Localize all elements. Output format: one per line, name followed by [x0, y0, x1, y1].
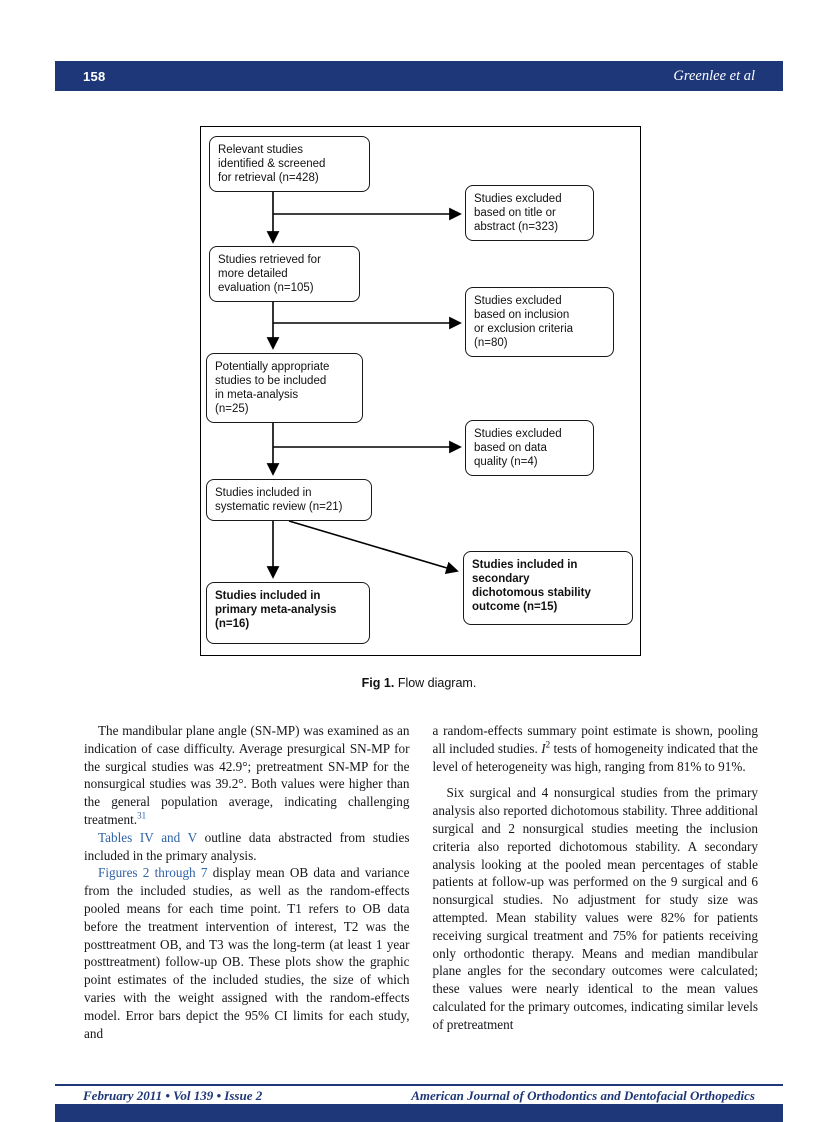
flow-box-excluded-criteria: Studies excluded based on inclusion or e… — [465, 287, 614, 357]
flow-box-systematic: Studies included in systematic review (n… — [206, 479, 372, 521]
flow-box-retrieved: Studies retrieved for more detailed eval… — [209, 246, 360, 302]
paragraph-text: tests of homogeneity indicated that the … — [432, 740, 758, 774]
right-column: a random-effects summary point estimate … — [433, 722, 759, 1042]
reference-31-link[interactable]: 31 — [137, 810, 147, 821]
paragraph-text: The mandibular plane angle (SN-MP) was e… — [84, 723, 410, 827]
paragraph-text: display mean OB data and variance from t… — [84, 865, 410, 1041]
tables-iv-v-link[interactable]: Tables IV and V — [98, 829, 197, 845]
i-squared-symbol: I — [541, 740, 546, 756]
figure-caption-label: Fig 1. — [361, 676, 395, 690]
paragraph-secondary-analysis: Six surgical and 4 nonsurgical studies f… — [433, 784, 759, 1033]
paragraph-mandibular-plane: The mandibular plane angle (SN-MP) was e… — [84, 722, 410, 829]
flow-diagram-frame: Relevant studies identified & screened f… — [200, 126, 641, 656]
footer-row: February 2011 • Vol 139 • Issue 2 Americ… — [55, 1088, 783, 1104]
flow-arrows — [266, 191, 462, 579]
left-column: The mandibular plane angle (SN-MP) was e… — [84, 722, 410, 1042]
flow-box-excluded-title: Studies excluded based on title or abstr… — [465, 185, 594, 241]
footer-journal-title: American Journal of Orthodontics and Den… — [411, 1088, 755, 1103]
flow-box-appropriate: Potentially appropriate studies to be in… — [206, 353, 363, 423]
paragraph-text: outline data abstracted from studies inc… — [84, 829, 410, 863]
flow-box-secondary: Studies included in secondary dichotomou… — [463, 551, 633, 625]
running-header: 158 Greenlee et al — [55, 61, 783, 91]
flow-box-excluded-quality: Studies excluded based on data quality (… — [465, 420, 594, 476]
footer-rule — [55, 1084, 783, 1086]
arrow-systematic-to-secondary — [288, 520, 459, 575]
page-number: 158 — [83, 68, 106, 84]
flow-box-primary: Studies included in primary meta-analysi… — [206, 582, 370, 644]
footer-bar — [55, 1104, 783, 1122]
flow-box-identified: Relevant studies identified & screened f… — [209, 136, 370, 192]
paragraph-text: Six surgical and 4 nonsurgical studies f… — [432, 785, 759, 1032]
figures-2-7-link[interactable]: Figures 2 through 7 — [98, 865, 208, 881]
figure-caption: Fig 1. Flow diagram. — [0, 676, 838, 690]
paragraph-tables: Tables IV and V outline data abstracted … — [84, 829, 410, 865]
footer-issue: February 2011 • Vol 139 • Issue 2 — [83, 1088, 263, 1103]
paragraph-text: a random-effects summary point estimate … — [432, 723, 759, 756]
paragraph-summary-estimate: a random-effects summary point estimate … — [433, 722, 759, 775]
figure-caption-text: Flow diagram. — [397, 676, 477, 690]
body-columns: The mandibular plane angle (SN-MP) was e… — [84, 722, 758, 1042]
i-squared-exponent: 2 — [545, 739, 551, 750]
running-authors: Greenlee et al — [673, 67, 755, 84]
paragraph-figures: Figures 2 through 7 display mean OB data… — [84, 864, 410, 1042]
